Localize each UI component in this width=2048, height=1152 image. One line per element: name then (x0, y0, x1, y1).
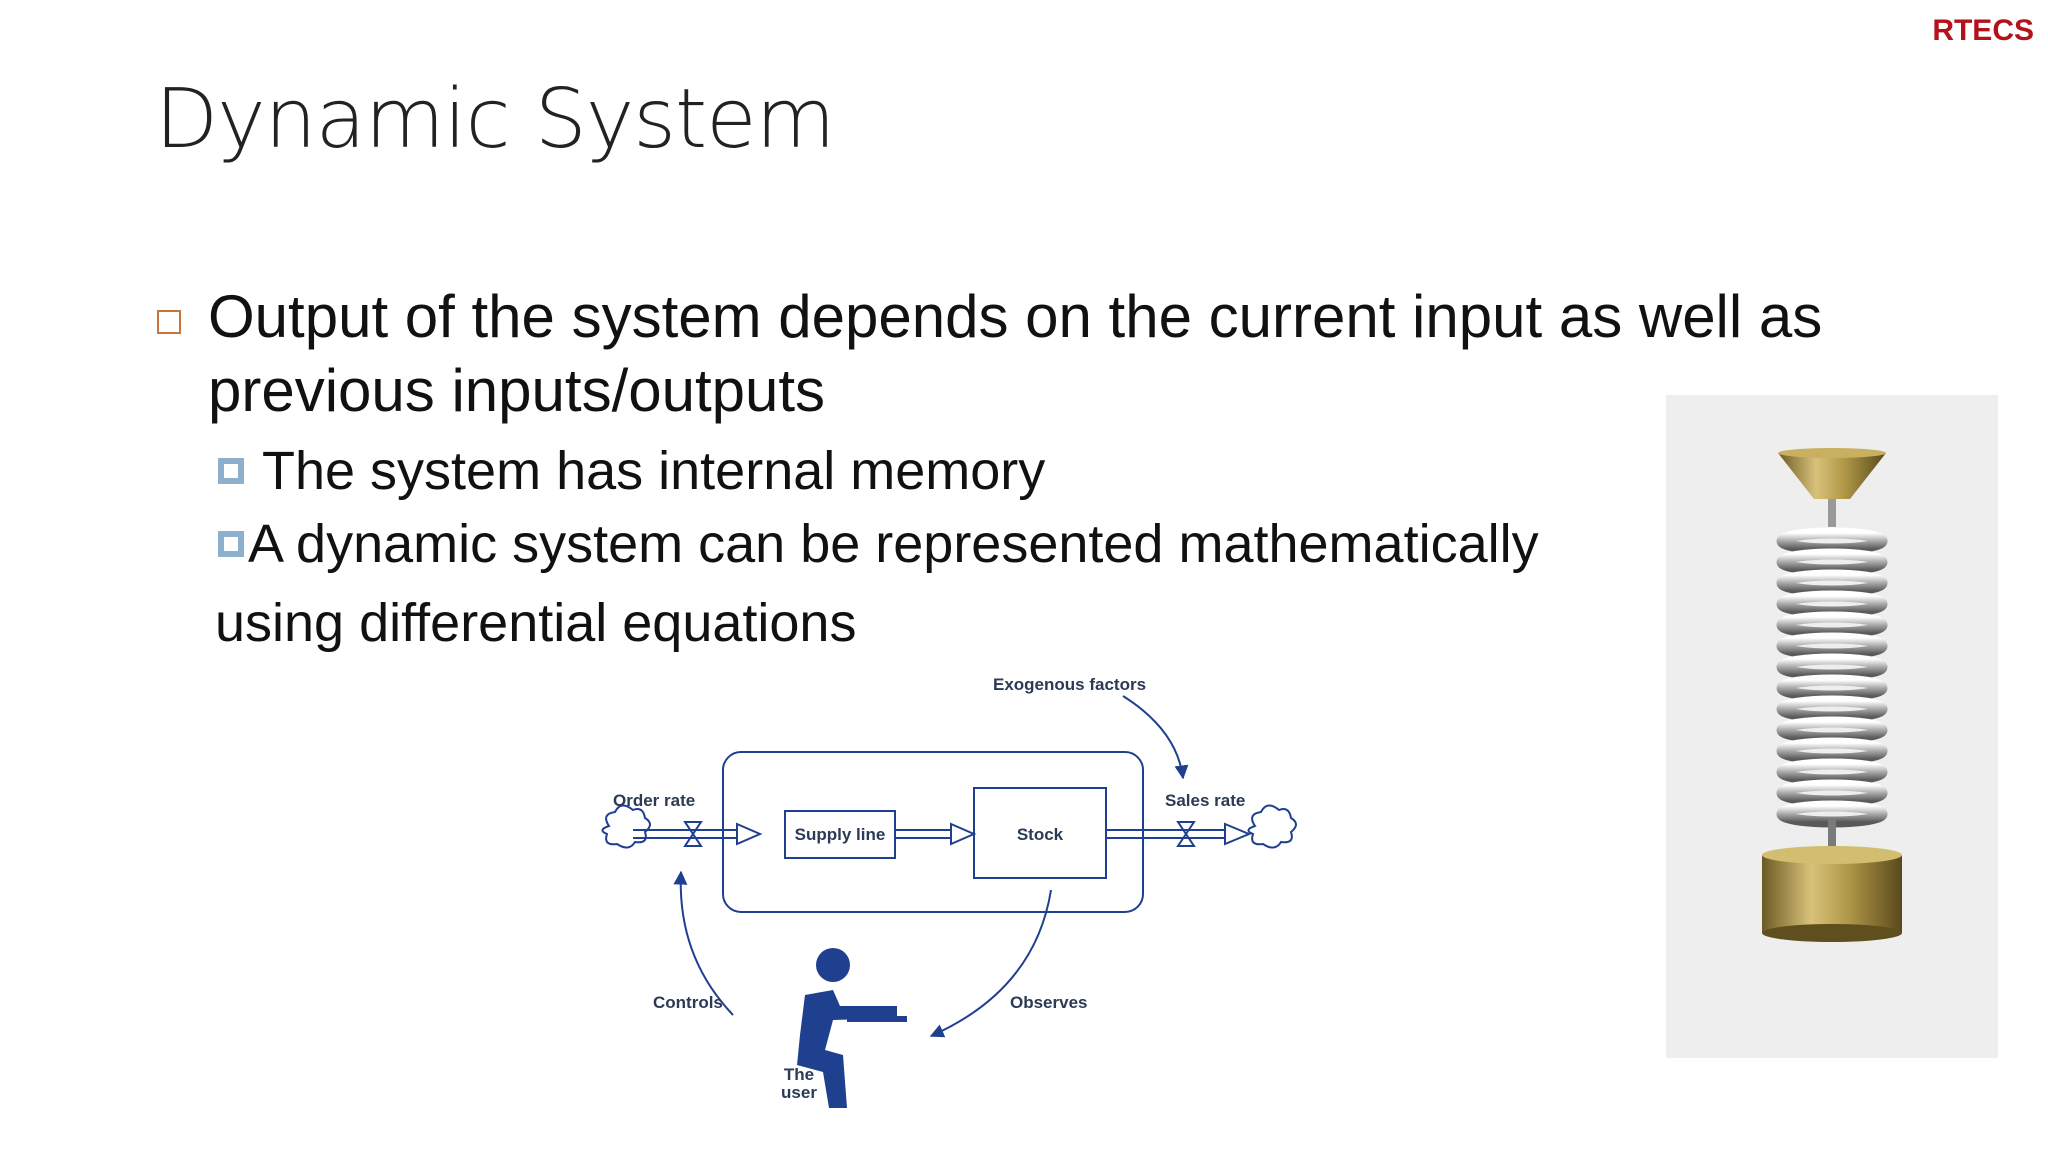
sales-valve-icon (1176, 821, 1196, 847)
user-figure-icon (797, 948, 907, 1108)
observes-label: Observes (1010, 993, 1088, 1012)
spring-mass-icon (1762, 448, 1902, 942)
order-valve-icon (683, 821, 703, 847)
brand-logo-text: RTECS (1932, 14, 2034, 47)
sub-bullet-continuation: using differential equations (215, 593, 857, 653)
square-bullet-icon (218, 457, 244, 484)
sub-bullet-memory: The system has internal memory (218, 440, 1045, 502)
sales-rate-label: Sales rate (1165, 791, 1245, 810)
sink-cloud-icon (1247, 804, 1297, 849)
order-rate-label: Order rate (613, 791, 695, 810)
source-cloud-icon (601, 804, 651, 849)
slide-title: Dynamic System (155, 72, 835, 167)
bullet-main: Output of the system depends on the curr… (155, 280, 1915, 428)
supply-line-label: Supply line (795, 825, 886, 844)
controls-label: Controls (653, 993, 723, 1012)
sub-bullet-math: A dynamic system can be represented math… (218, 513, 1539, 575)
bullet-main-text: Output of the system depends on the curr… (208, 283, 1823, 424)
square-bullet-icon (157, 310, 181, 334)
sub-bullet-text: A dynamic system can be represented math… (248, 514, 1539, 574)
sub-bullet-text: The system has internal memory (262, 441, 1046, 501)
supply-line-box (784, 810, 896, 859)
stock-label: Stock (1017, 825, 1064, 844)
spring-mass-image (1666, 395, 1998, 1058)
user-label-line2: user (781, 1083, 817, 1102)
square-bullet-icon (218, 530, 244, 557)
stock-flow-diagram: Exogenous factors Order rate Sales rate … (601, 675, 1297, 1108)
user-label-line1: The (784, 1065, 814, 1084)
exogenous-label: Exogenous factors (993, 675, 1146, 694)
system-boundary (722, 751, 1144, 913)
